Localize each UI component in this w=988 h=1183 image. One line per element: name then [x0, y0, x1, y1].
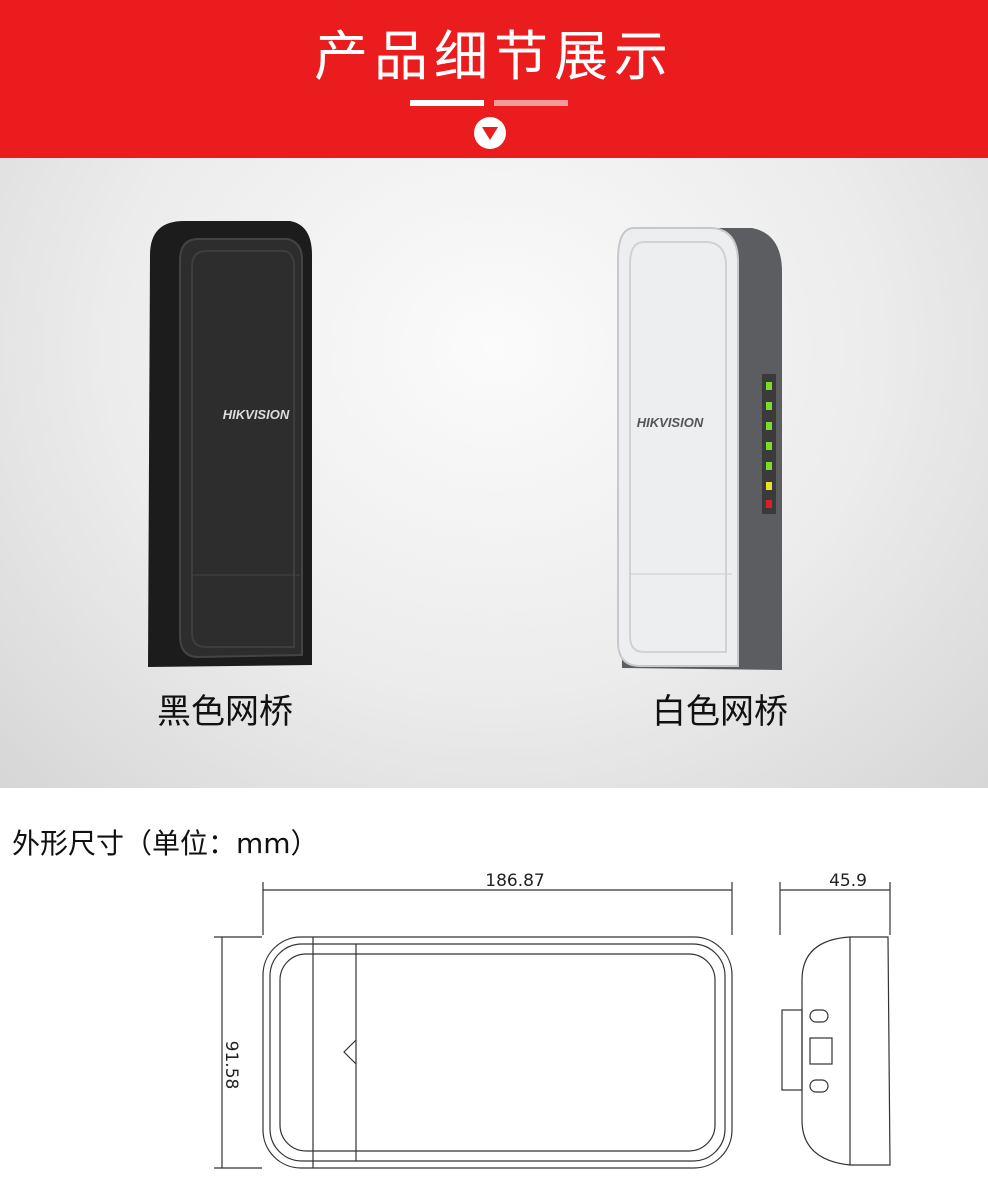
dimension-drawing: 186.87 45.9 91.58 [214, 871, 891, 1169]
black-bridge-image: HIKVISION [148, 221, 312, 667]
white-bridge-label: 白色网桥 [652, 692, 788, 732]
length-dimension: 186.87 [485, 871, 544, 891]
title-underline-white [410, 100, 484, 106]
brand-logo: HIKVISION [637, 415, 704, 430]
dimensions-title: 外形尺寸（单位：mm） [12, 827, 319, 860]
section-title: 产品细节展示 [314, 25, 674, 88]
depth-dimension: 45.9 [829, 871, 867, 891]
brand-logo: HIKVISION [223, 407, 290, 422]
black-bridge-label: 黑色网桥 [157, 692, 293, 732]
title-underline-pink [494, 100, 568, 106]
chevron-down-circle-icon [474, 117, 506, 149]
white-bridge-image: HIKVISION [617, 227, 782, 670]
height-dimension: 91.58 [221, 1041, 241, 1090]
header-banner: 产品细节展示 [0, 0, 988, 158]
